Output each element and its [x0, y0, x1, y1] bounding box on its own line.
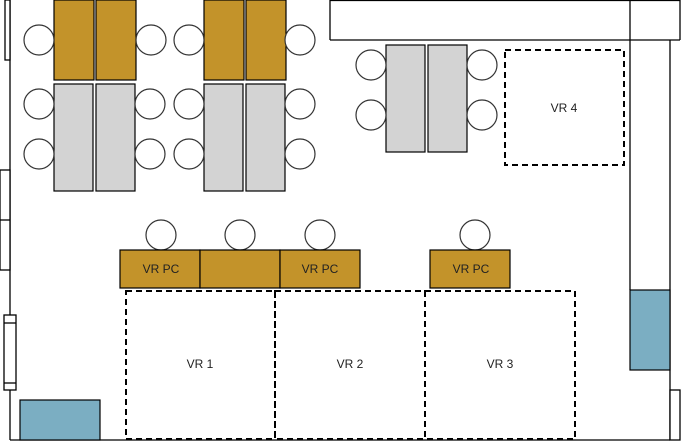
gold-desk	[245, 0, 287, 81]
pc-desk-1-surface	[119, 249, 201, 289]
gold-desk	[53, 0, 95, 81]
pc-desk-1: VR PC	[119, 249, 201, 289]
gray-desk	[385, 44, 426, 153]
chair	[173, 138, 205, 170]
desk-group-2	[173, 0, 316, 192]
chair	[134, 88, 166, 120]
right-door-frame	[669, 389, 681, 441]
vr-zone-4: VR 4	[504, 49, 625, 166]
pc-desk-1-label: VR PC	[143, 262, 180, 276]
chair	[23, 24, 55, 56]
pc-desk-3: VR PC	[279, 249, 361, 289]
chair	[173, 88, 205, 120]
chair	[224, 219, 256, 251]
pc-desk-3-surface	[279, 249, 361, 289]
vr-zone-1: VR 1	[125, 290, 276, 440]
gold-desk	[203, 0, 245, 81]
desk-group-3	[355, 44, 498, 153]
chair	[135, 24, 167, 56]
chair	[134, 138, 166, 170]
pc-desk-4-label: VR PC	[453, 262, 490, 276]
storage-cabinet-left	[19, 399, 101, 441]
vr-zone-2: VR 2	[274, 290, 426, 440]
chair	[173, 24, 205, 56]
gray-desk	[245, 83, 286, 192]
vr-zone-3-label: VR 3	[487, 357, 514, 371]
left-door-frame	[4, 0, 11, 61]
chair	[23, 138, 55, 170]
vr-zone-1-label: VR 1	[187, 357, 214, 371]
pc-desk-4-surface	[429, 249, 511, 289]
vr-zone-2-label: VR 2	[337, 357, 364, 371]
gold-desk	[95, 0, 137, 81]
pc-desk-3-label: VR PC	[302, 262, 339, 276]
vr-zone-4-label: VR 4	[551, 101, 578, 115]
desk-group-1	[23, 0, 167, 192]
chair	[284, 88, 316, 120]
chair	[466, 99, 498, 131]
vr-zone-3: VR 3	[424, 290, 576, 440]
chair	[459, 219, 491, 251]
chair	[284, 24, 316, 56]
chair	[466, 49, 498, 81]
vr-zone-3-boundary	[424, 290, 576, 440]
chair	[145, 219, 177, 251]
vr-zone-4-boundary	[504, 49, 625, 166]
chair	[355, 49, 387, 81]
chair	[284, 138, 316, 170]
gray-desk	[427, 44, 468, 153]
storage-cabinet-right	[629, 289, 671, 371]
chair	[23, 88, 55, 120]
chair	[355, 99, 387, 131]
gray-desk	[203, 83, 244, 192]
gray-desk	[95, 83, 136, 192]
chair	[304, 219, 336, 251]
pc-desk-4: VR PC	[429, 249, 511, 289]
gray-desk	[53, 83, 94, 192]
left-radiator	[3, 314, 17, 391]
pc-desk-2-surface	[199, 249, 281, 289]
pc-desk-2	[199, 249, 281, 289]
